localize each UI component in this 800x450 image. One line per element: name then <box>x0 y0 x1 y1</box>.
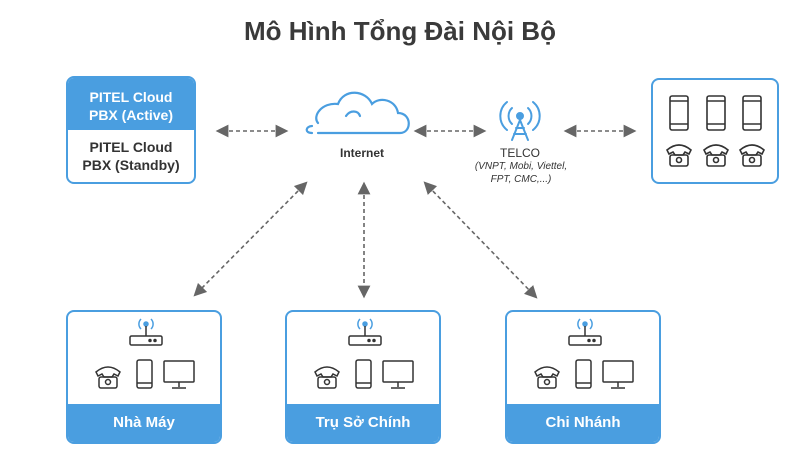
site-headquarters: Trụ Sở Chính <box>285 310 441 444</box>
router-icon <box>348 318 382 346</box>
site-label: Trụ Sở Chính <box>287 404 439 442</box>
smartphone-icon <box>669 95 689 131</box>
diagram-title: Mô Hình Tổng Đài Nội Bộ <box>244 16 556 46</box>
router-icon <box>568 318 602 346</box>
desk-phone-icon <box>703 144 729 167</box>
site-label: Chi Nhánh <box>507 404 659 442</box>
monitor-icon <box>163 360 195 389</box>
external-devices-box <box>651 78 779 184</box>
telco-label: TELCO <box>499 146 540 160</box>
smartphone-icon <box>575 359 592 389</box>
site-branch: Chi Nhánh <box>505 310 661 444</box>
desk-phone-icon <box>314 366 340 389</box>
smartphone-icon <box>706 95 726 131</box>
smartphone-icon <box>742 95 762 131</box>
telco-providers: (VNPT, Mobi, Viettel,FPT, CMC,...) <box>474 161 568 185</box>
monitor-icon <box>602 360 634 389</box>
router-icon <box>129 318 163 346</box>
internet-factory-link <box>193 181 308 297</box>
antenna-tower-icon <box>499 101 541 141</box>
site-devices-icons <box>534 318 634 389</box>
internet-branch-link <box>423 181 538 299</box>
desk-phone-icon <box>666 144 692 167</box>
site-devices-icons <box>314 318 414 389</box>
desk-phone-icon <box>95 366 121 389</box>
smartphone-icon <box>136 359 153 389</box>
desk-phone-icon <box>739 144 765 167</box>
desk-phone-icon <box>534 366 560 389</box>
cloud-icon <box>305 91 410 135</box>
smartphone-icon <box>355 359 372 389</box>
site-devices-icons <box>95 318 195 389</box>
external-devices-icons <box>666 95 765 167</box>
site-factory: Nhà Máy <box>66 310 222 444</box>
site-label: Nhà Máy <box>68 404 220 442</box>
internet-label: Internet <box>339 146 384 160</box>
monitor-icon <box>382 360 414 389</box>
